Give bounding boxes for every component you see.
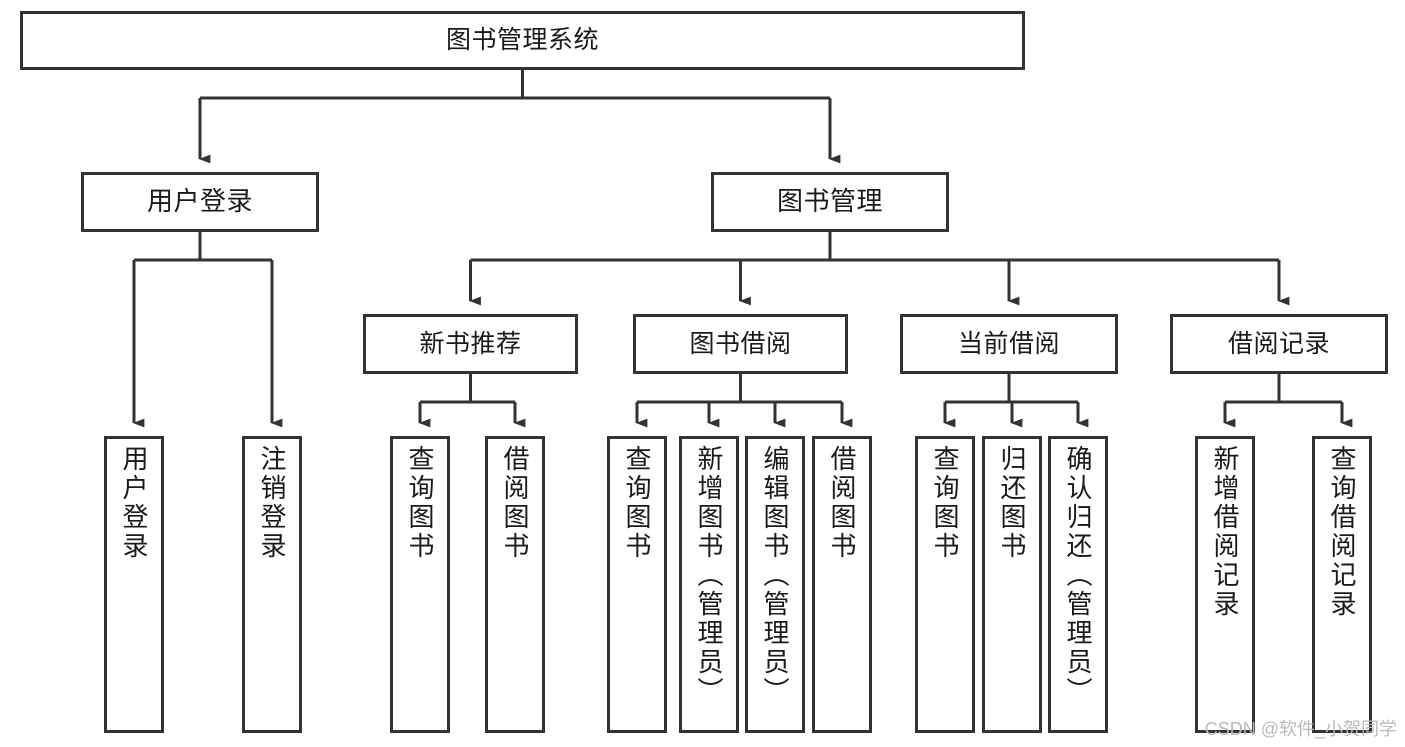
- node-leaf-nb-query[interactable]: 查询图书: [390, 436, 450, 733]
- node-leaf-user-logout[interactable]: 注销登录: [242, 436, 302, 733]
- node-leaf-nb-borrow[interactable]: 借阅图书: [485, 436, 545, 733]
- node-label: 借阅图书: [827, 445, 858, 561]
- node-label: 用户登录: [119, 445, 150, 561]
- node-leaf-cur-return[interactable]: 归还图书: [982, 436, 1042, 733]
- node-label: 当前借阅: [957, 329, 1060, 358]
- node-leaf-cur-query[interactable]: 查询图书: [915, 436, 975, 733]
- node-leaf-rec-query[interactable]: 查询借阅记录: [1312, 436, 1372, 733]
- node-label: 图书借阅: [689, 329, 792, 358]
- node-leaf-bw-borrow[interactable]: 借阅图书: [812, 436, 872, 733]
- node-label: 新增借阅记录: [1210, 445, 1241, 619]
- node-label: 确认归还（管理员）: [1063, 445, 1094, 706]
- node-label: 图书管理: [776, 186, 883, 217]
- node-label: 查询图书: [405, 445, 436, 561]
- node-label: 查询借阅记录: [1327, 445, 1358, 619]
- node-current[interactable]: 当前借阅: [900, 314, 1118, 374]
- node-leaf-bw-query[interactable]: 查询图书: [607, 436, 667, 733]
- node-label: 用户登录: [146, 186, 253, 217]
- node-label: 注销登录: [257, 445, 288, 561]
- node-label: 归还图书: [997, 445, 1028, 561]
- node-leaf-rec-add[interactable]: 新增借阅记录: [1195, 436, 1255, 733]
- node-borrow[interactable]: 图书借阅: [633, 314, 848, 374]
- node-root[interactable]: 图书管理系统: [20, 11, 1025, 70]
- node-label: 借阅记录: [1227, 329, 1330, 358]
- node-label: 查询图书: [622, 445, 653, 561]
- node-label: 新增图书（管理员）: [694, 445, 725, 706]
- watermark-label: CSDN @软件_小贺同学: [1204, 719, 1397, 739]
- node-leaf-bw-add[interactable]: 新增图书（管理员）: [679, 436, 739, 733]
- node-leaf-bw-edit[interactable]: 编辑图书（管理员）: [745, 436, 805, 733]
- node-newbook[interactable]: 新书推荐: [363, 314, 578, 374]
- node-bookmgmt[interactable]: 图书管理: [711, 172, 949, 232]
- node-label: 编辑图书（管理员）: [760, 445, 791, 706]
- node-records[interactable]: 借阅记录: [1170, 314, 1388, 374]
- node-leaf-cur-confirm[interactable]: 确认归还（管理员）: [1048, 436, 1108, 733]
- node-leaf-user-login[interactable]: 用户登录: [104, 436, 164, 733]
- node-label: 图书管理系统: [445, 26, 599, 55]
- node-label: 新书推荐: [419, 329, 522, 358]
- node-label: 查询图书: [930, 445, 961, 561]
- node-login[interactable]: 用户登录: [81, 172, 319, 232]
- node-label: 借阅图书: [500, 445, 531, 561]
